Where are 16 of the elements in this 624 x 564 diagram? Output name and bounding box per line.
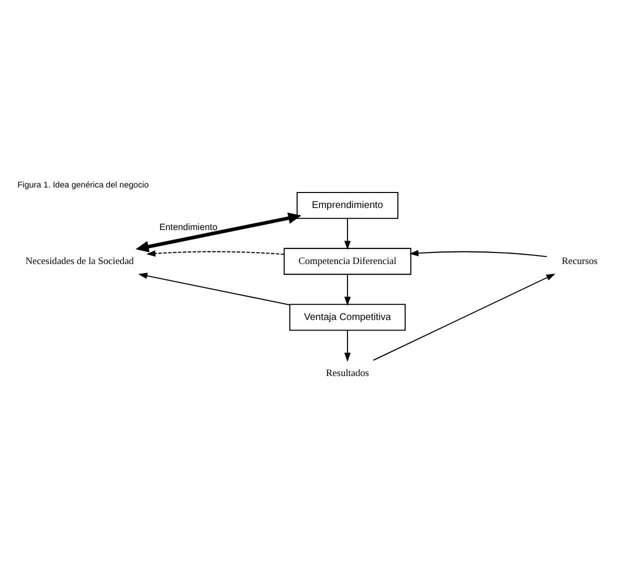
arrow <box>344 218 351 250</box>
node-box: Competencia Diferencial <box>284 248 412 275</box>
arrow <box>344 330 351 362</box>
node-box: Ventaja Competitiva <box>289 304 406 331</box>
arrow <box>344 274 351 306</box>
node-text: Necesidades de la Sociedad <box>25 256 134 267</box>
arrow <box>373 274 556 361</box>
arrow <box>409 250 547 258</box>
edge-label: Entendimiento <box>159 222 218 232</box>
arrow <box>138 272 290 306</box>
arrow <box>136 212 302 252</box>
node-box: Emprendimiento <box>296 192 398 219</box>
arrow <box>146 250 284 257</box>
diagram-title: Figura 1. Idea genérica del negocio <box>17 179 149 190</box>
node-text: Recursos <box>562 256 598 267</box>
node-text: Resultados <box>326 368 369 379</box>
